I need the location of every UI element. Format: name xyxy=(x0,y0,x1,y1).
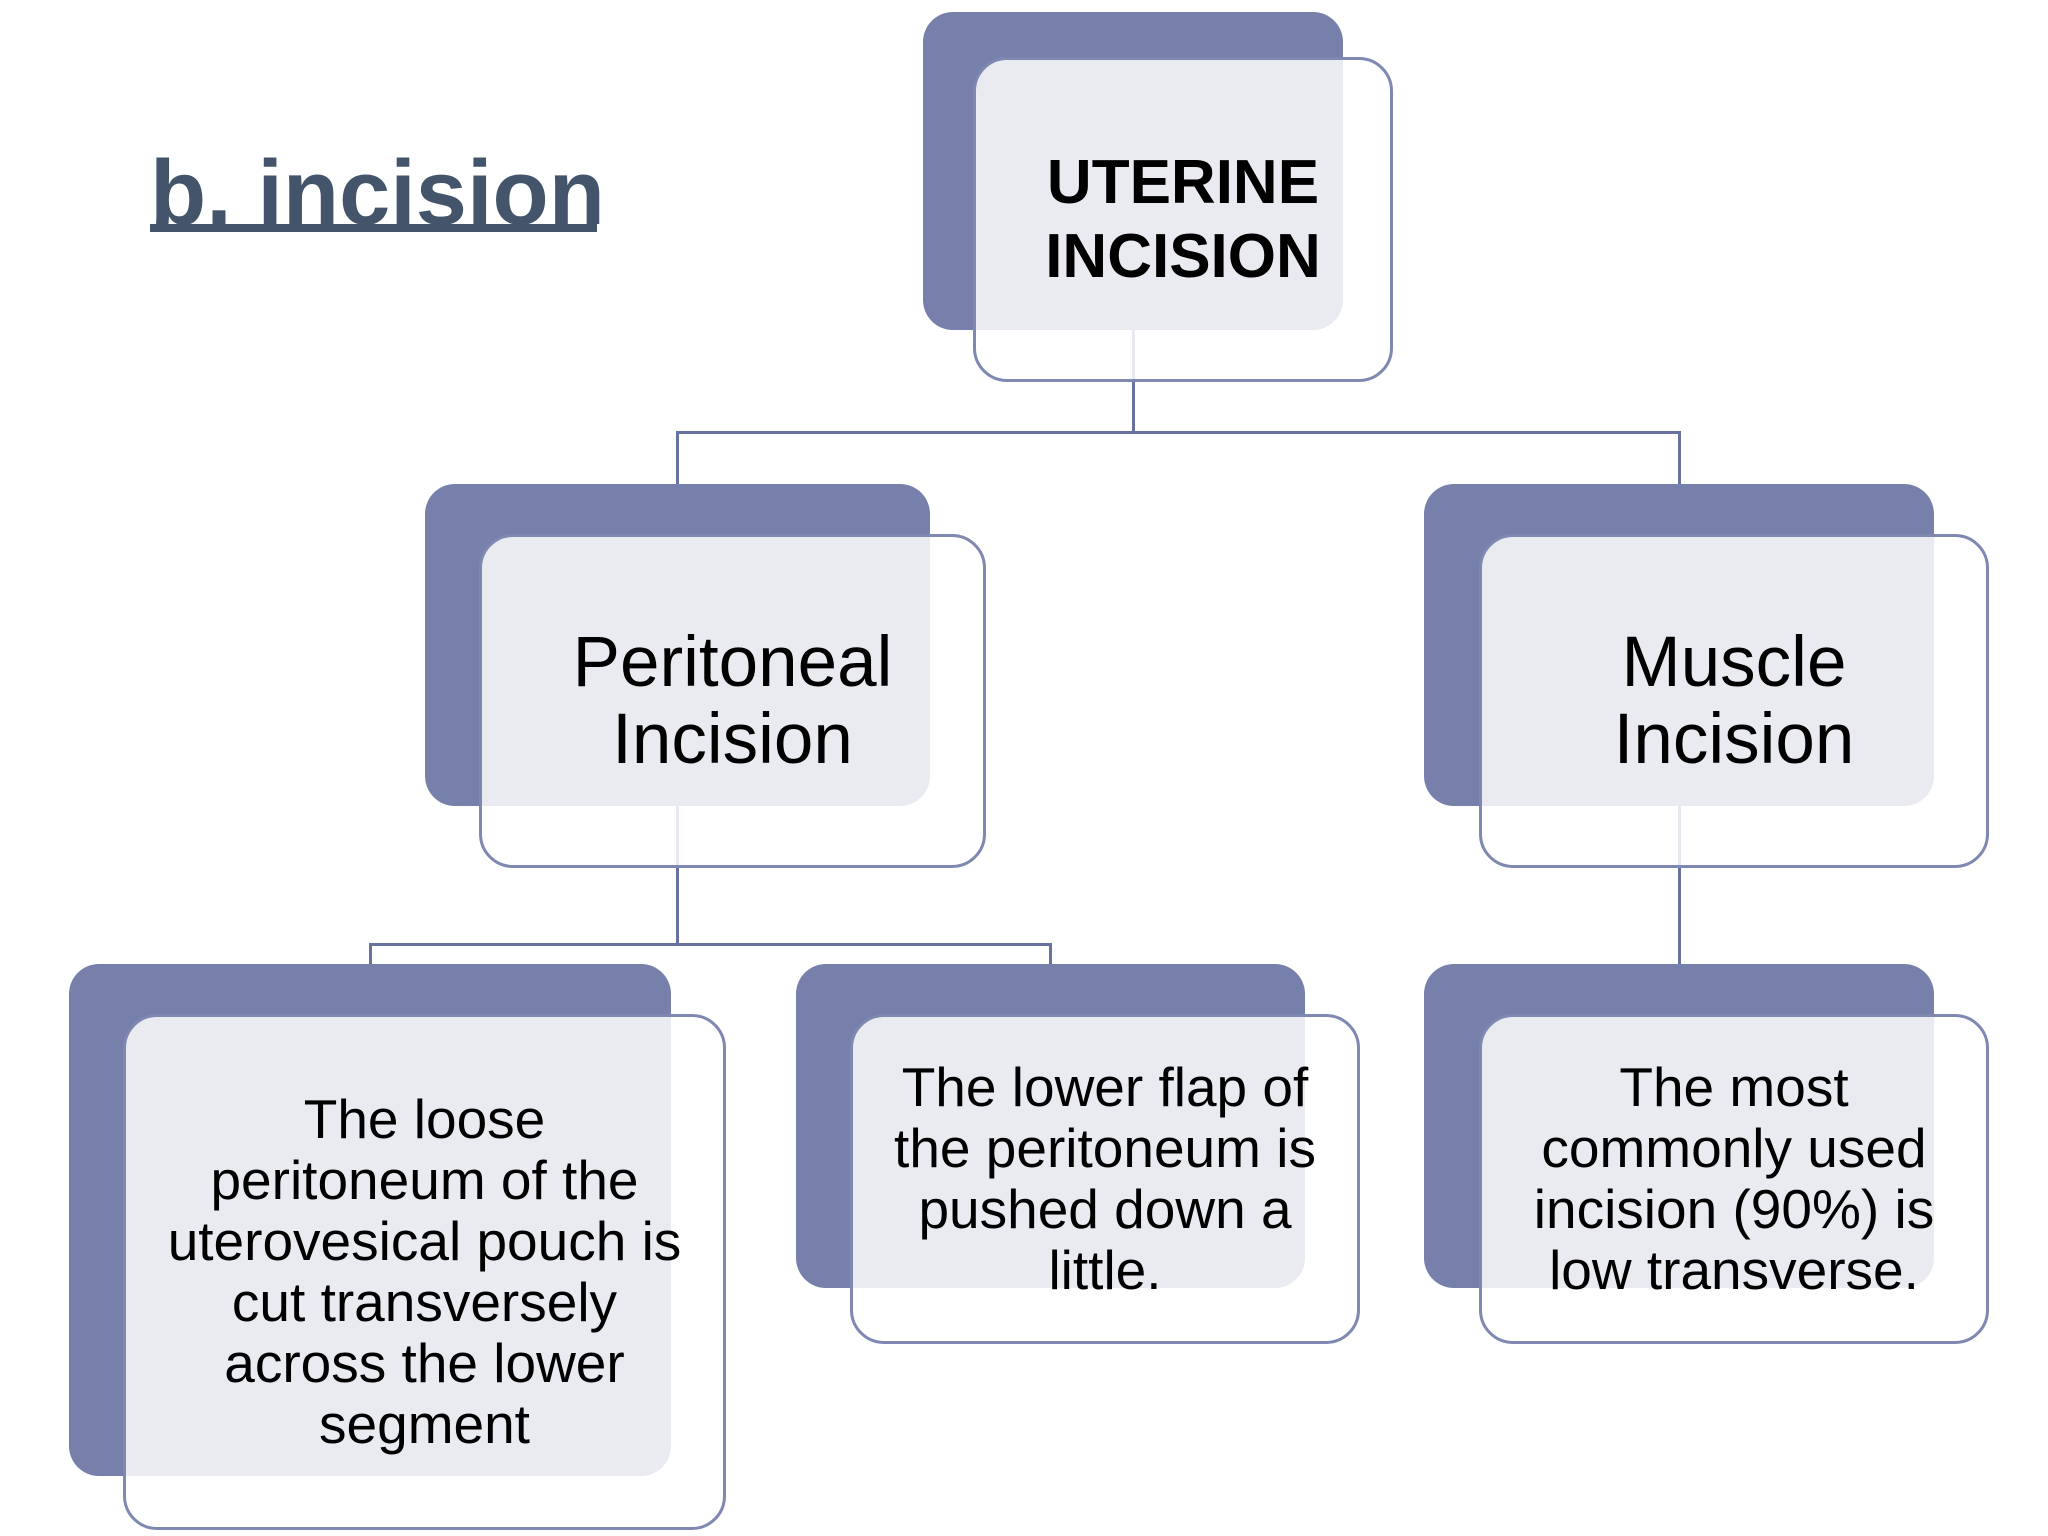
slide-title-underline xyxy=(150,224,597,232)
node-label: Muscle Incision xyxy=(1613,622,1855,779)
node-card: The most commonly used incision (90%) is… xyxy=(1479,1014,1989,1344)
connector-peritoneal-to-detail-1 xyxy=(369,943,372,977)
connector-peritoneal-to-detail-2 xyxy=(1049,943,1052,977)
node-label: The most commonly used incision (90%) is… xyxy=(1533,1055,1935,1302)
node-card: Peritoneal Incision xyxy=(479,534,986,868)
slide-title: b. incision xyxy=(150,142,605,244)
node-label: UTERINE INCISION xyxy=(1045,148,1321,291)
node-card: The lower flap of the peritoneum is push… xyxy=(850,1014,1360,1344)
connector-peritoneal-stem xyxy=(676,802,679,946)
node-card: Muscle Incision xyxy=(1479,534,1989,868)
node-card: UTERINE INCISION xyxy=(973,57,1393,382)
connector-root-to-muscle xyxy=(1678,431,1681,495)
node-label: The lower flap of the peritoneum is push… xyxy=(894,1055,1316,1302)
node-label: The loose peritoneum of the uterovesical… xyxy=(167,1087,682,1456)
connector-root-to-peritoneal xyxy=(676,431,679,495)
node-label: Peritoneal Incision xyxy=(572,622,893,779)
connector-muscle-to-detail xyxy=(1678,802,1681,976)
node-card: The loose peritoneum of the uterovesical… xyxy=(123,1014,726,1530)
connector-peritoneal-crossbar xyxy=(369,943,1052,946)
connector-root-crossbar xyxy=(676,431,1681,434)
